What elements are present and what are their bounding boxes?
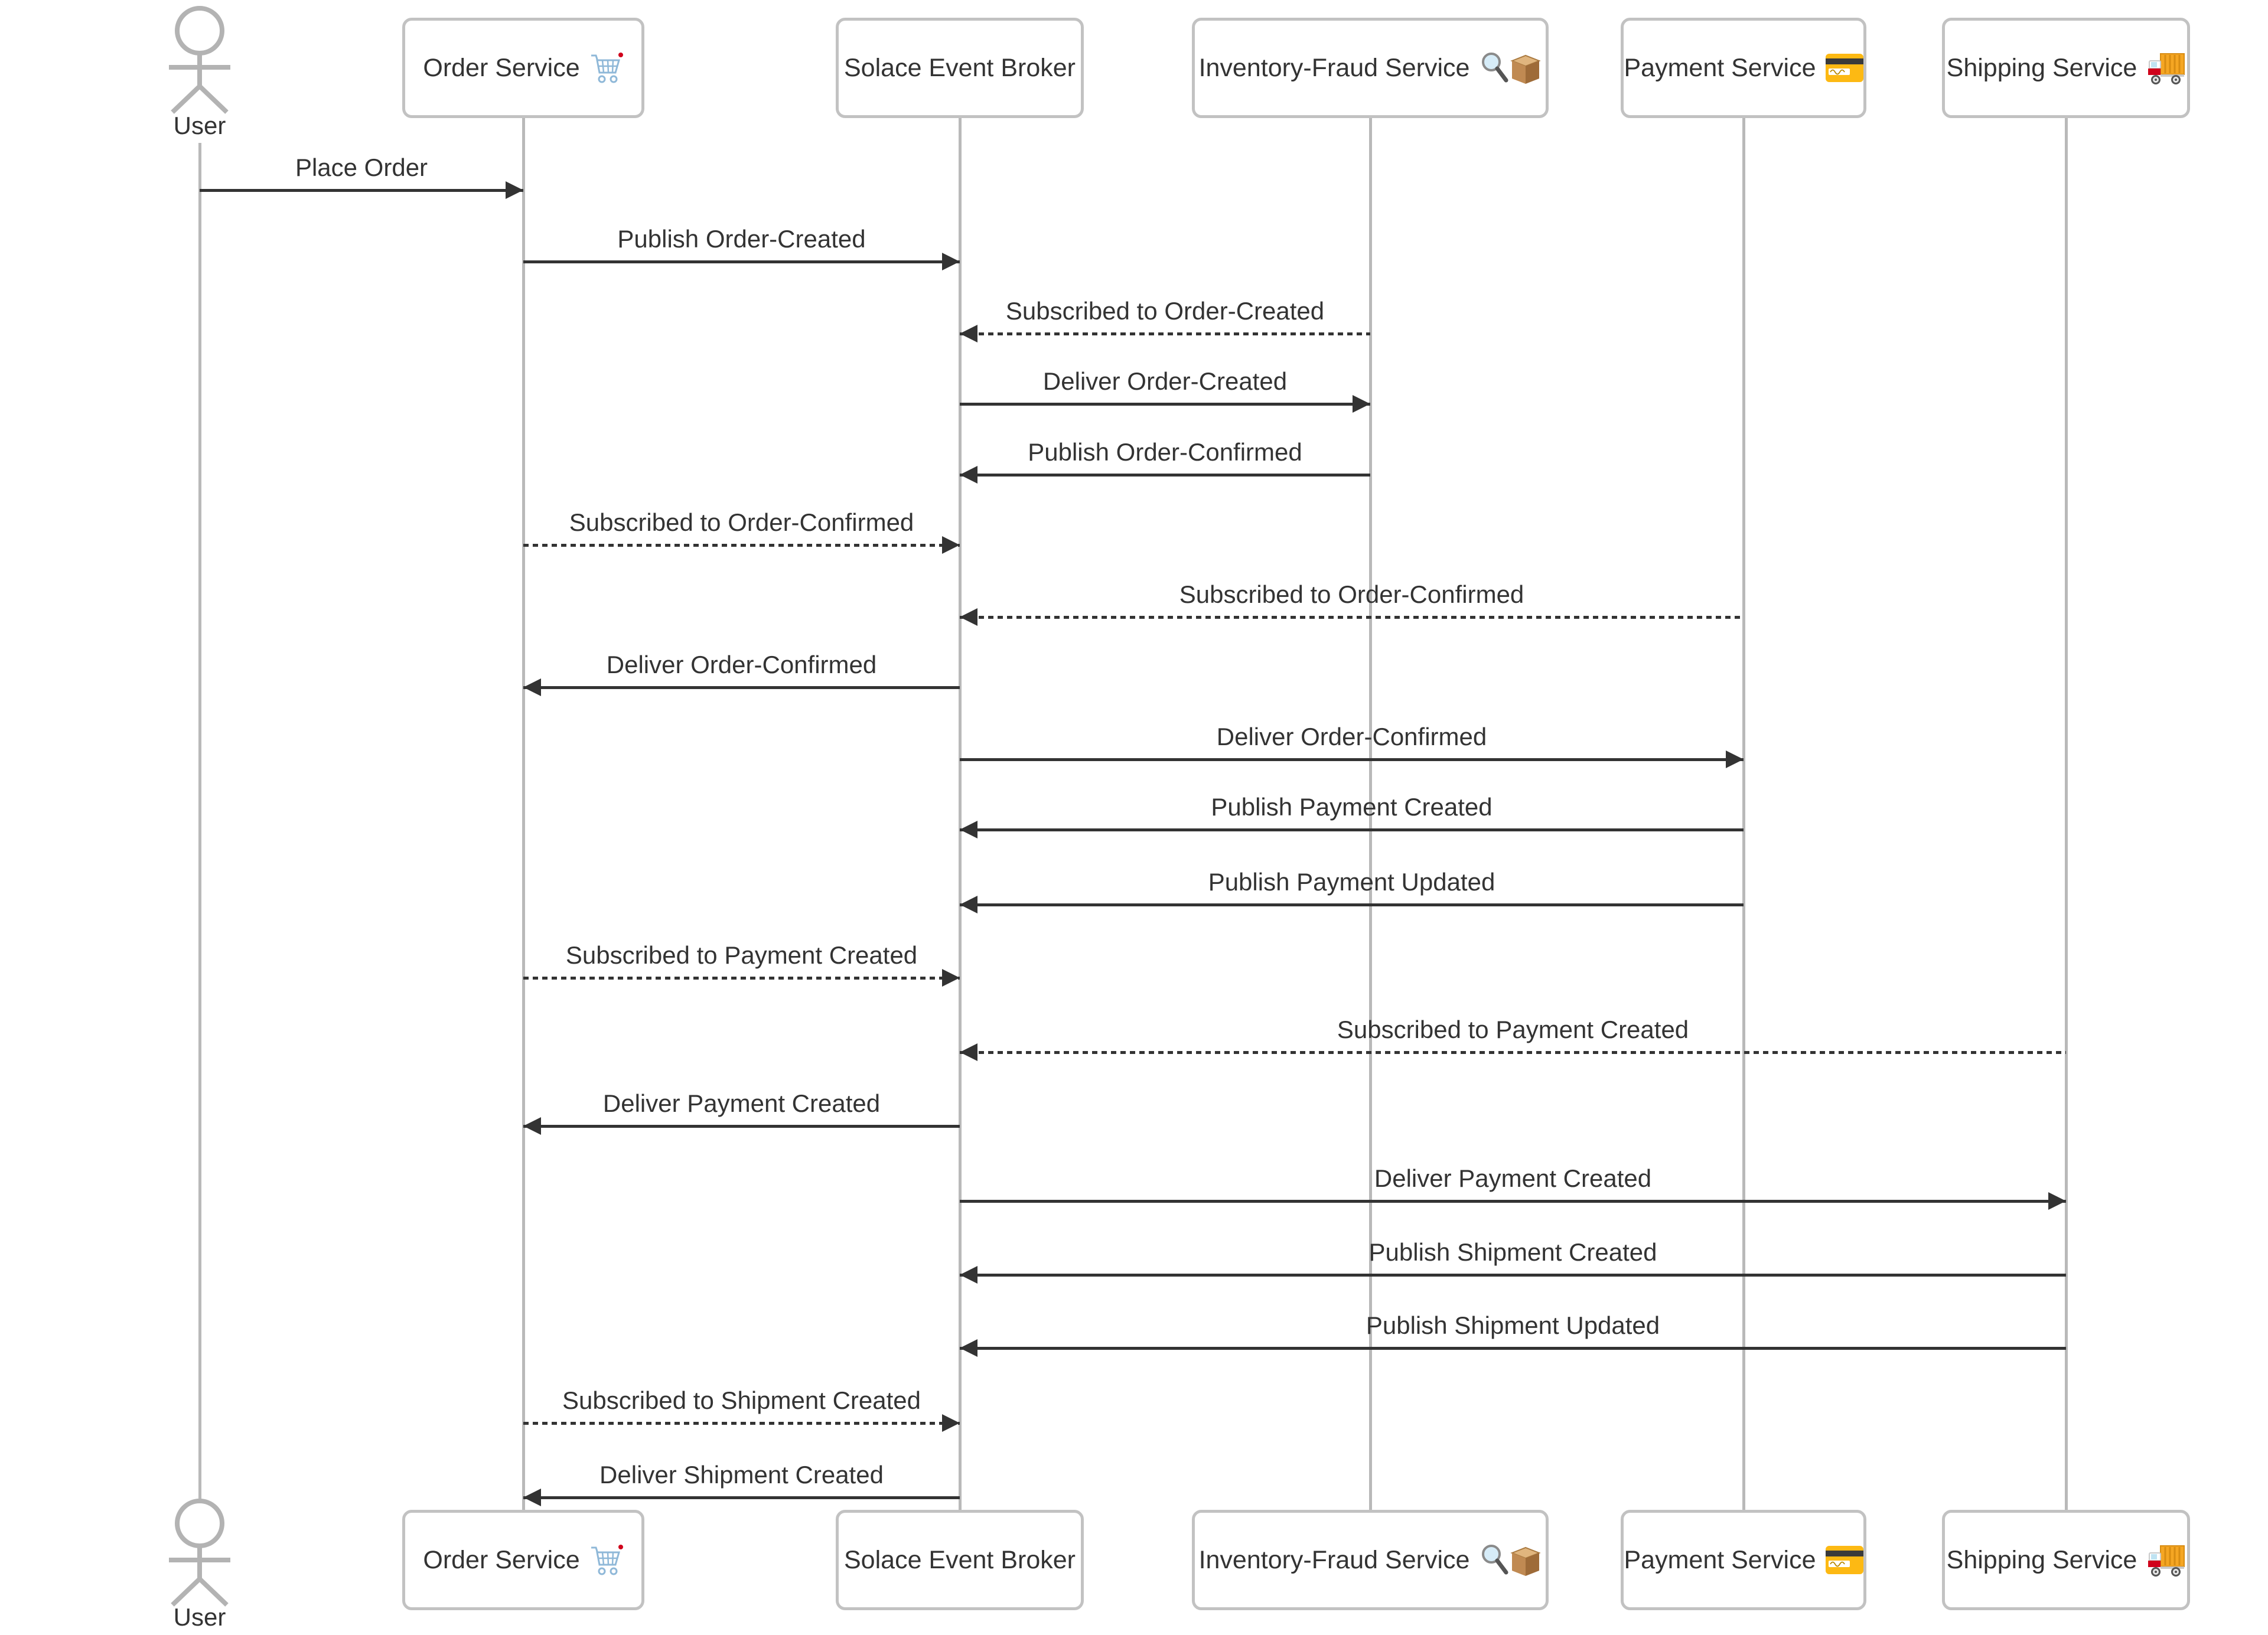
participant-box-order-bottom: Order Service xyxy=(402,1510,644,1610)
arrowhead xyxy=(960,466,977,484)
participant-label: Inventory-Fraud Service xyxy=(1198,1545,1470,1574)
truck-icon xyxy=(2146,51,2185,85)
message-label: Publish Shipment Created xyxy=(1368,1238,1657,1266)
participant-label: Shipping Service xyxy=(1946,53,2137,82)
arrowhead xyxy=(942,253,960,270)
message-line xyxy=(523,976,960,980)
message-label: Publish Payment Updated xyxy=(1208,868,1495,896)
participant-box-solace-top: Solace Event Broker xyxy=(836,18,1084,118)
participant-box-payment-bottom: Payment Service xyxy=(1621,1510,1866,1610)
participant-label: Solace Event Broker xyxy=(844,53,1076,82)
arrowhead xyxy=(942,969,960,987)
arrowhead xyxy=(506,181,523,199)
arrowhead xyxy=(523,678,541,696)
message-label: Subscribed to Order-Confirmed xyxy=(1179,580,1524,608)
participant-box-inventory-bottom: Inventory-Fraud Service xyxy=(1192,1510,1549,1610)
arrowhead xyxy=(960,896,977,913)
message-label: Subscribed to Order-Created xyxy=(1005,297,1325,325)
arrowhead xyxy=(942,1414,960,1432)
message-label: Deliver Shipment Created xyxy=(599,1461,884,1489)
message-label: Deliver Payment Created xyxy=(1374,1164,1652,1192)
lifeline-user xyxy=(198,143,201,1501)
message-line xyxy=(960,332,1370,335)
participant-label: Order Service xyxy=(423,1545,580,1574)
lifeline-inventory xyxy=(1368,118,1372,1510)
participant-box-shipping-bottom: Shipping Service xyxy=(1942,1510,2190,1610)
message-line xyxy=(523,686,960,689)
credit-card-icon xyxy=(1825,54,1863,82)
message-label: Publish Order-Created xyxy=(617,225,866,253)
message-line xyxy=(960,758,1744,761)
message-line xyxy=(200,188,523,192)
arrowhead xyxy=(960,608,977,626)
arrowhead xyxy=(960,1266,977,1284)
arrowhead xyxy=(1726,750,1744,768)
message-line xyxy=(523,1421,960,1425)
participant-box-inventory-top: Inventory-Fraud Service xyxy=(1192,18,1549,118)
user-actor-icon xyxy=(163,1497,236,1611)
participant-box-solace-bottom: Solace Event Broker xyxy=(836,1510,1084,1610)
message-line xyxy=(523,543,960,547)
arrowhead xyxy=(2048,1192,2066,1210)
message-label: Publish Shipment Updated xyxy=(1366,1311,1660,1339)
truck-icon xyxy=(2146,1543,2185,1577)
arrowhead xyxy=(523,1489,541,1506)
participant-label: Solace Event Broker xyxy=(844,1545,1076,1574)
actor-label-top: User xyxy=(173,112,226,139)
arrowhead xyxy=(960,325,977,342)
message-label: Deliver Order-Confirmed xyxy=(606,651,877,678)
participant-label: Order Service xyxy=(423,53,580,82)
arrowhead xyxy=(960,1043,977,1061)
message-line xyxy=(960,1346,2066,1350)
message-line xyxy=(960,828,1744,831)
message-line xyxy=(960,473,1370,477)
user-actor-icon xyxy=(163,5,236,119)
arrowhead xyxy=(942,536,960,554)
arrowhead xyxy=(1353,395,1370,413)
magnifier-package-icon xyxy=(1479,1543,1542,1577)
message-label: Subscribed to Shipment Created xyxy=(562,1386,921,1414)
actor-label-bottom: User xyxy=(173,1603,226,1631)
message-line xyxy=(960,1273,2066,1277)
participant-box-shipping-top: Shipping Service xyxy=(1942,18,2190,118)
magnifier-package-icon xyxy=(1479,51,1542,85)
message-line xyxy=(523,260,960,263)
message-label: Deliver Payment Created xyxy=(602,1089,881,1117)
credit-card-icon xyxy=(1825,1546,1863,1574)
message-label: Publish Order-Confirmed xyxy=(1028,438,1302,466)
arrowhead xyxy=(960,821,977,838)
lifeline-shipping xyxy=(2064,118,2068,1510)
message-line xyxy=(523,1496,960,1499)
message-line xyxy=(960,402,1370,406)
message-label: Subscribed to Payment Created xyxy=(565,941,918,969)
message-line xyxy=(960,1199,2066,1203)
participant-label: Payment Service xyxy=(1624,53,1816,82)
message-label: Place Order xyxy=(295,154,428,181)
message-line xyxy=(523,1124,960,1128)
cart-icon xyxy=(589,1543,624,1577)
message-label: Deliver Order-Confirmed xyxy=(1216,723,1487,750)
message-line xyxy=(960,903,1744,906)
lifeline-payment xyxy=(1742,118,1745,1510)
arrowhead xyxy=(960,1339,977,1357)
participant-box-payment-top: Payment Service xyxy=(1621,18,1866,118)
message-label: Subscribed to Order-Confirmed xyxy=(569,508,914,536)
participant-box-order-top: Order Service xyxy=(402,18,644,118)
lifeline-solace xyxy=(958,118,962,1510)
message-label: Subscribed to Payment Created xyxy=(1337,1016,1689,1043)
lifeline-order xyxy=(522,118,525,1510)
message-label: Deliver Order-Created xyxy=(1042,367,1288,395)
message-line xyxy=(960,1050,2066,1054)
message-label: Publish Payment Created xyxy=(1211,793,1493,821)
participant-label: Payment Service xyxy=(1624,1545,1816,1574)
participant-label: Inventory-Fraud Service xyxy=(1198,53,1470,82)
arrowhead xyxy=(523,1117,541,1135)
message-line xyxy=(960,615,1744,619)
participant-label: Shipping Service xyxy=(1946,1545,2137,1574)
cart-icon xyxy=(589,51,624,84)
